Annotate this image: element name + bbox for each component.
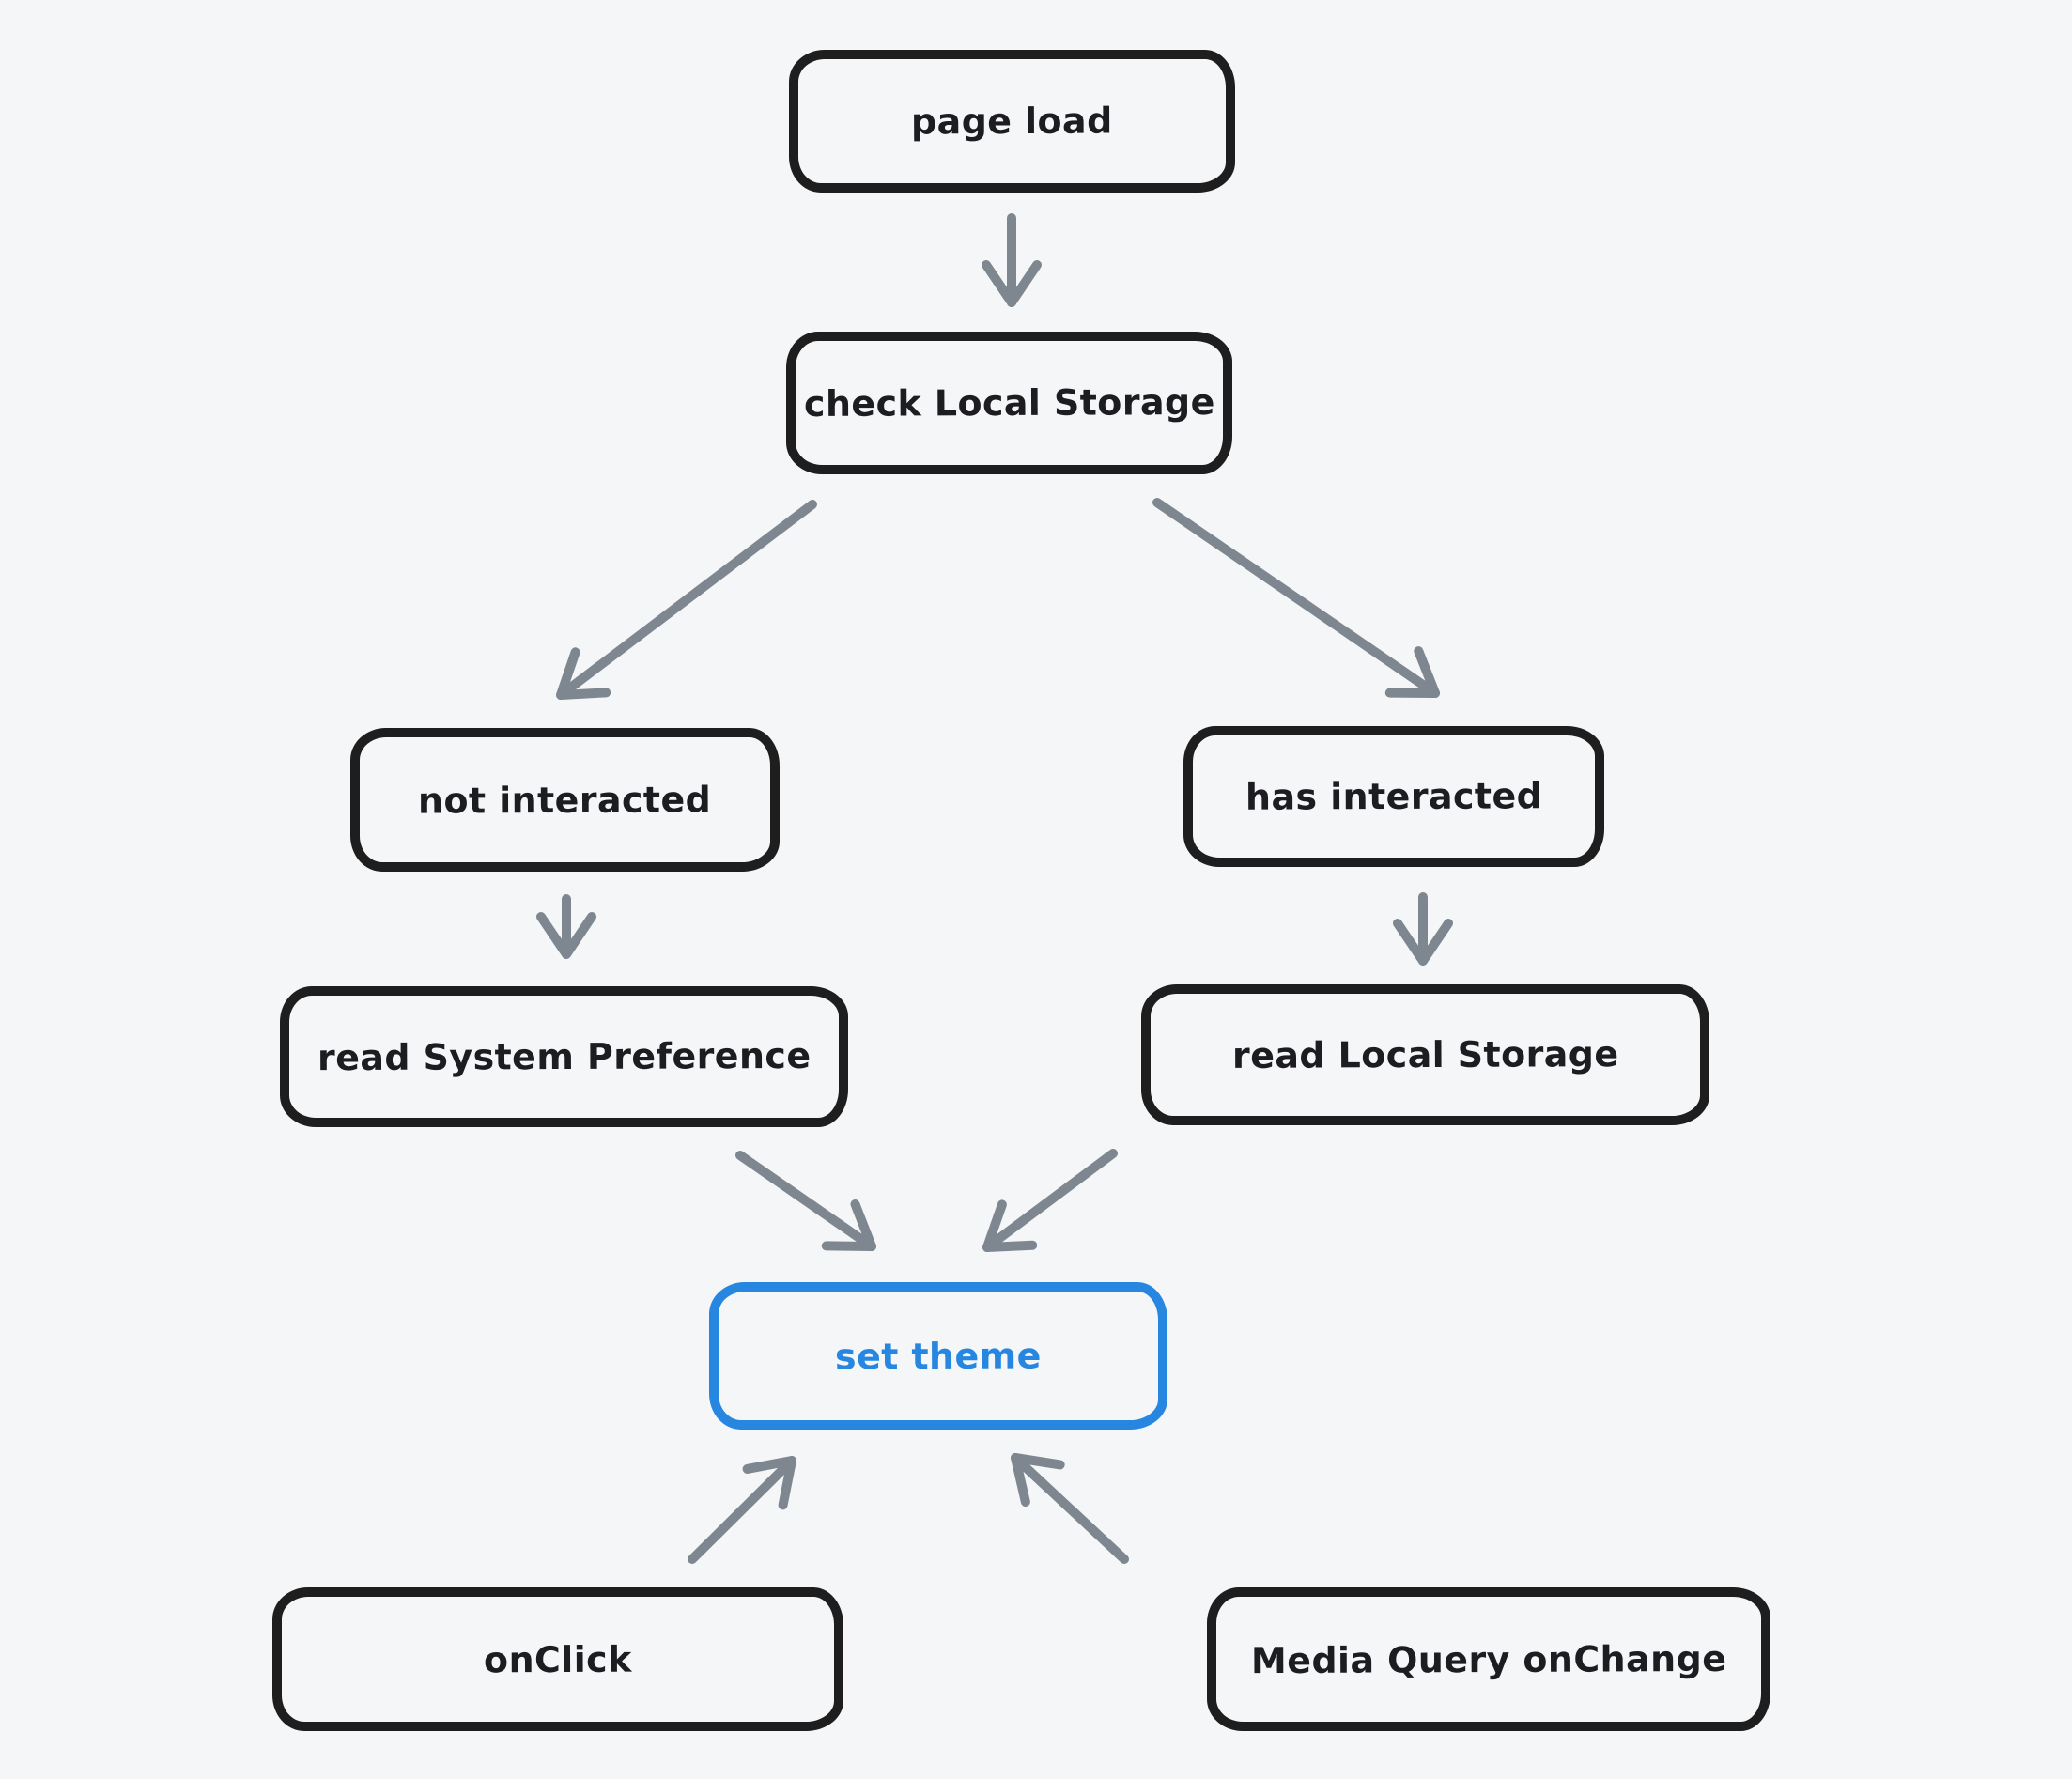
node-not-interacted-label: not interacted [418,778,712,822]
node-set-theme: set theme [709,1282,1167,1430]
node-onclick-label: onClick [484,1638,632,1680]
arrow-media-query-onchange-to-set-theme [1011,1453,1129,1564]
node-check-local-storage-label: check Local Storage [803,381,1215,425]
arrow-read-local-storage-to-set-theme [982,1149,1118,1252]
node-read-local-storage-label: read Local Storage [1231,1033,1619,1076]
node-page-load: page load [789,50,1235,193]
node-check-local-storage: check Local Storage [786,332,1232,474]
node-read-local-storage: read Local Storage [1141,984,1709,1125]
arrow-onclick-to-set-theme [688,1456,796,1564]
arrow-check-local-storage-to-has-interacted [1152,498,1440,698]
node-page-load-label: page load [911,100,1113,143]
node-media-query-onchange-label: Media Query onChange [1250,1637,1727,1681]
node-media-query-onchange: Media Query onChange [1207,1587,1770,1731]
node-has-interacted-label: has interacted [1245,775,1543,818]
node-read-system-preference-label: read System Preference [317,1034,812,1079]
node-read-system-preference: read System Preference [280,986,848,1127]
arrow-check-local-storage-to-not-interacted [556,500,817,700]
node-onclick: onClick [272,1587,843,1731]
node-has-interacted: has interacted [1183,726,1604,867]
node-not-interacted: not interacted [350,728,780,872]
arrow-read-system-preference-to-set-theme [735,1151,876,1251]
node-set-theme-label: set theme [835,1335,1042,1377]
